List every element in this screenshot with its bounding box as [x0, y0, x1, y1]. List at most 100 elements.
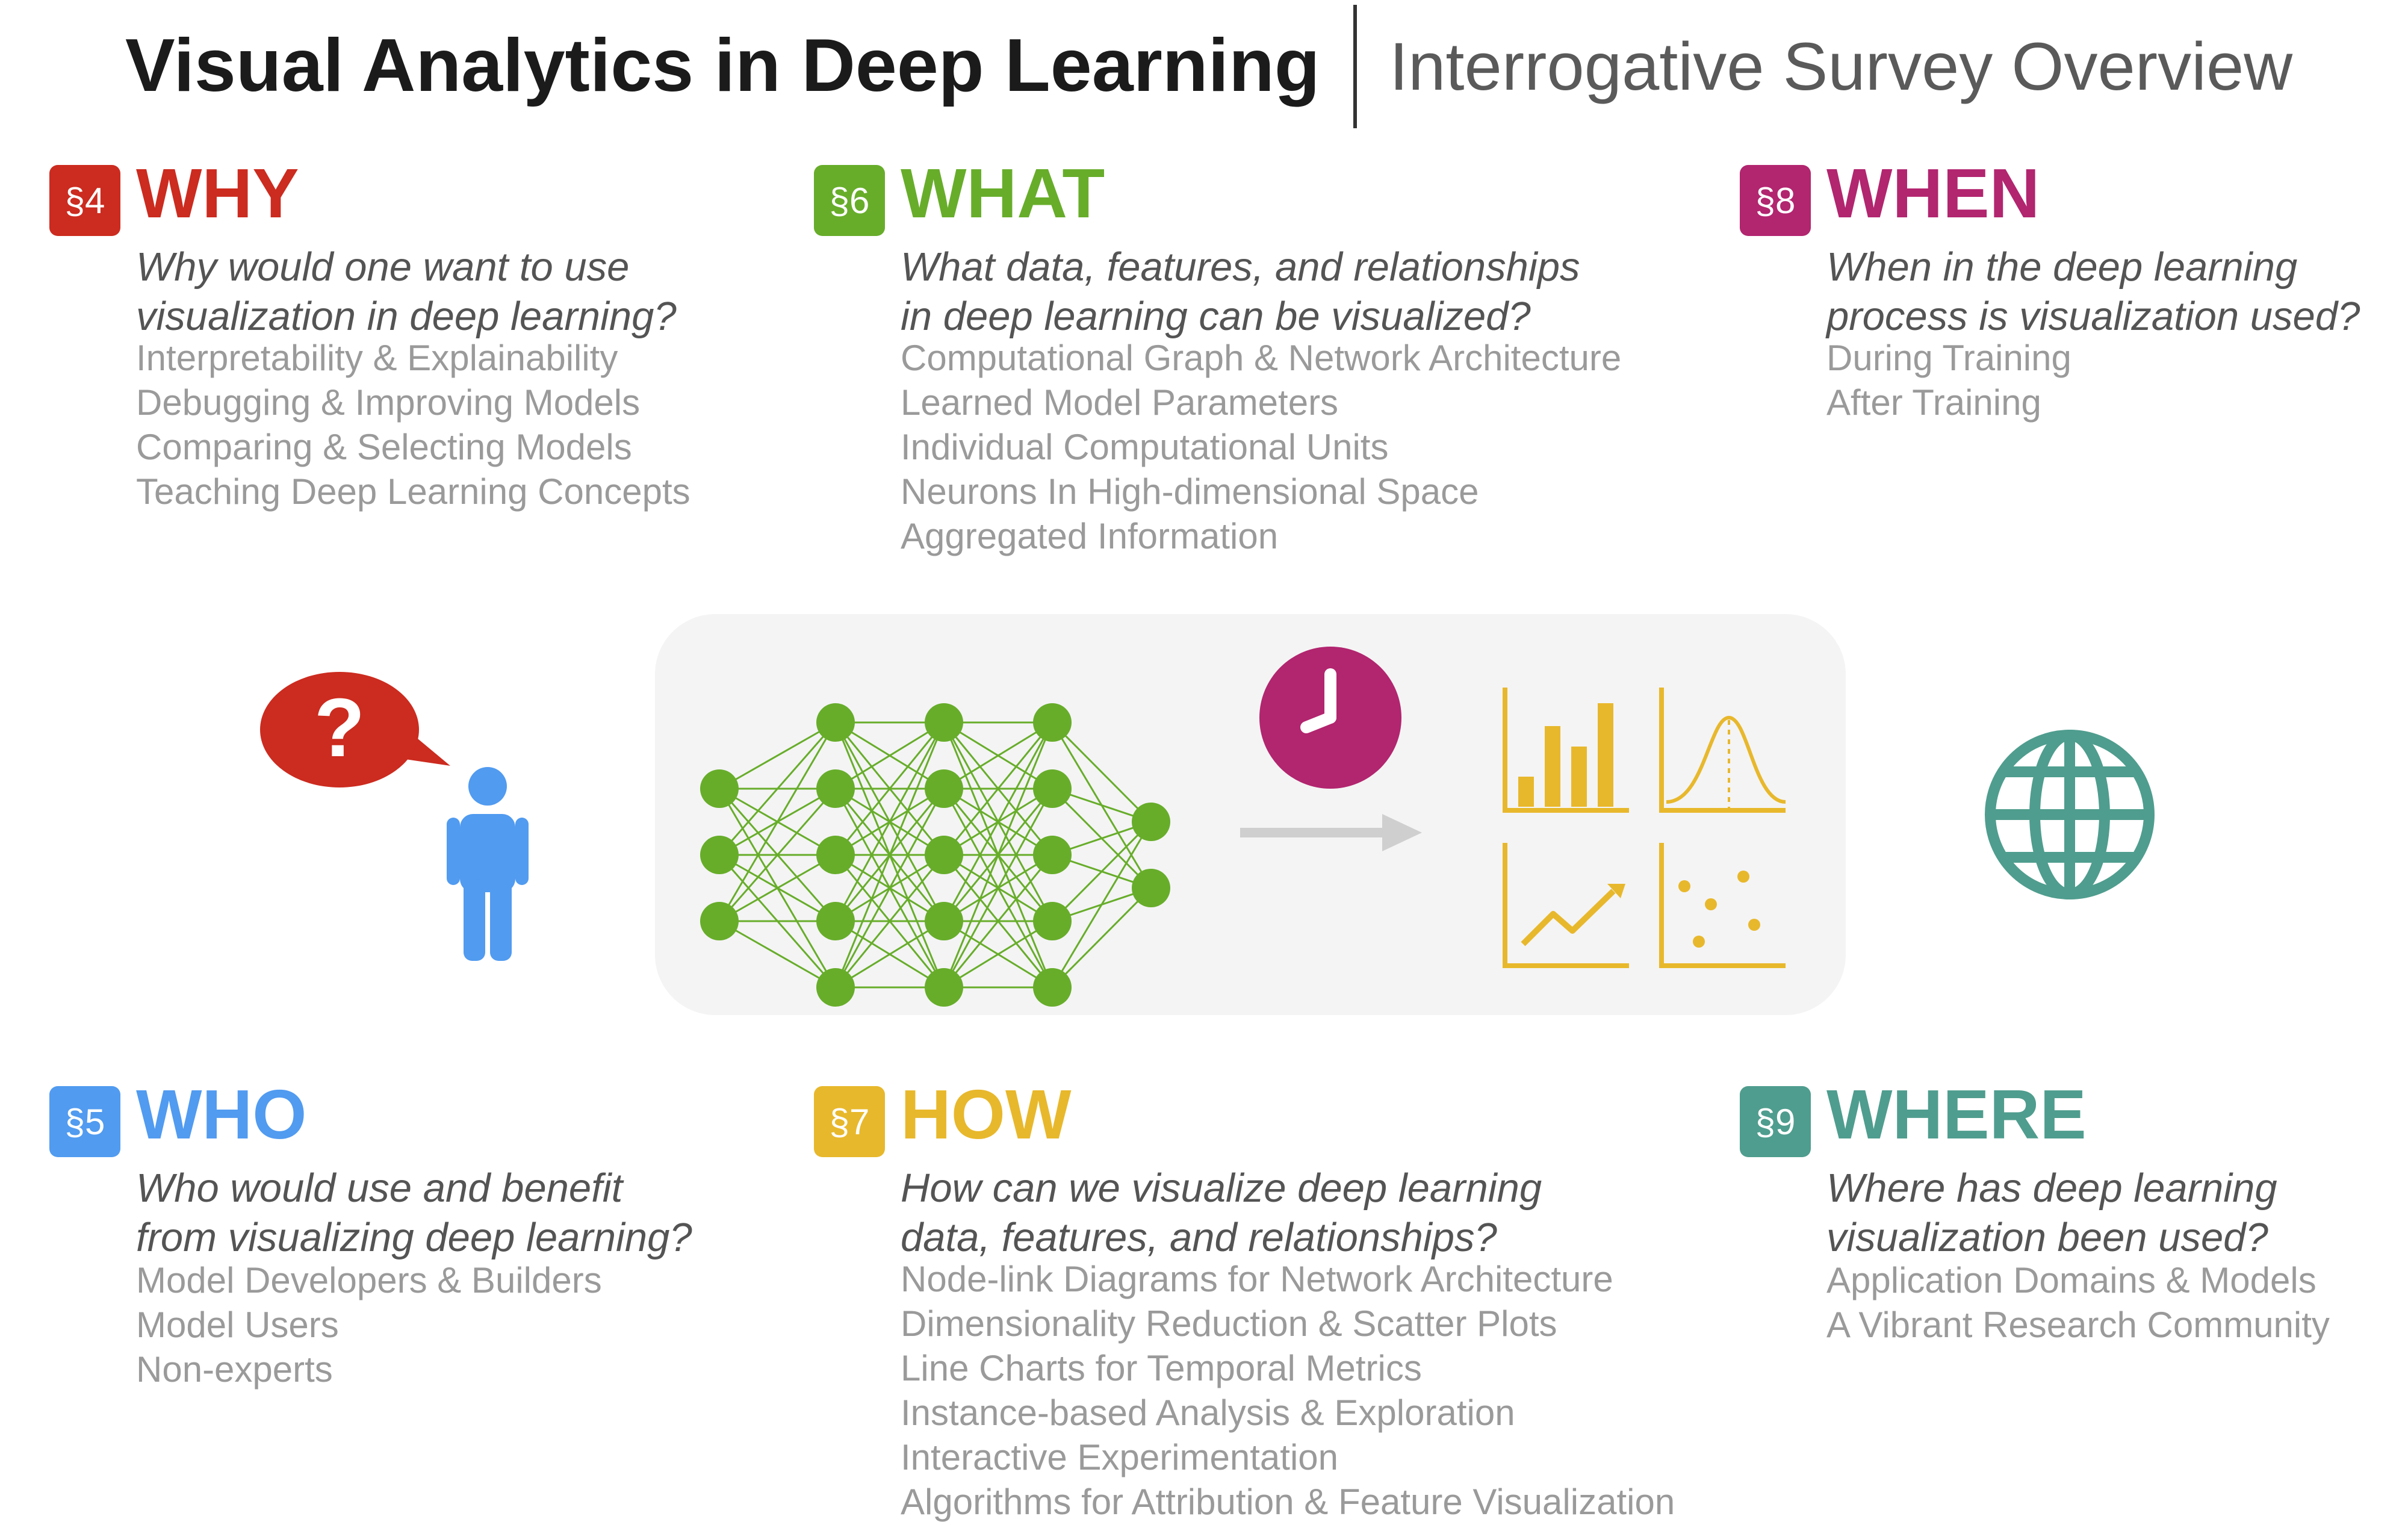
network-node: [1033, 968, 1072, 1007]
person-torso: [460, 814, 515, 892]
section-badge-who: §5: [49, 1086, 120, 1157]
network-node: [1132, 803, 1170, 841]
list-item: Aggregated Information: [901, 516, 1279, 556]
section-items-how: Node-link Diagrams for Network Architect…: [901, 1257, 1675, 1524]
network-edge: [943, 722, 1054, 856]
network-node: [1033, 703, 1072, 742]
section-badge-what: §6: [814, 165, 885, 236]
network-node: [1033, 769, 1072, 808]
network-edge: [943, 920, 1053, 989]
scatter-point: [1748, 919, 1760, 931]
section-title-how: HOW: [901, 1075, 1072, 1154]
network-node: [700, 836, 739, 874]
network-edge: [943, 722, 1054, 988]
network-edge: [719, 721, 836, 790]
speech-bubble: [260, 672, 419, 787]
list-item: Learned Model Parameters: [901, 382, 1339, 423]
section-how: §7 HOW How can we visualize deep learnin…: [814, 1076, 1717, 1522]
network-node: [700, 769, 739, 808]
line-chart-icon: [1503, 843, 1629, 968]
network-edge: [834, 854, 945, 988]
section-who: §5 WHO Who would use and benefit from vi…: [49, 1076, 844, 1390]
title-divider: [1353, 5, 1357, 128]
scatter-plot-icon: [1659, 843, 1786, 968]
bar: [1598, 703, 1613, 807]
network-node: [1033, 902, 1072, 940]
trend-line: [1521, 889, 1616, 946]
network-node: [816, 836, 855, 874]
person-head: [468, 767, 507, 806]
bar-chart-icon: [1503, 688, 1629, 813]
arrow-right-icon: [1240, 814, 1422, 851]
network-node: [816, 968, 855, 1007]
central-graphic: ?: [0, 578, 2408, 1048]
list-item: A Vibrant Research Community: [1826, 1305, 2330, 1345]
network-edge: [1051, 821, 1152, 988]
network-node: [925, 769, 963, 808]
central-graphic-svg: ?: [260, 614, 2155, 1015]
network-edge: [834, 722, 945, 856]
network-edge: [943, 788, 1054, 988]
network-edge: [834, 722, 945, 922]
list-item: Application Domains & Models: [1826, 1260, 2316, 1300]
scatter-point: [1678, 880, 1690, 892]
list-item: Teaching Deep Learning Concepts: [136, 471, 690, 512]
network-node: [700, 902, 739, 940]
section-items-why: Interpretability & Explainability Debugg…: [136, 336, 690, 514]
network-edge: [718, 788, 837, 922]
network-node: [816, 769, 855, 808]
scatter-point: [1737, 871, 1749, 883]
list-item: Non-experts: [136, 1349, 333, 1390]
list-item: Line Charts for Temporal Metrics: [901, 1348, 1422, 1388]
network-edge: [835, 920, 945, 989]
person-left-leg: [464, 879, 485, 961]
section-badge-when: §8: [1740, 165, 1811, 236]
network-edge: [834, 722, 945, 988]
list-item: Dimensionality Reduction & Scatter Plots: [901, 1303, 1557, 1344]
list-item: Neurons In High-dimensional Space: [901, 471, 1479, 512]
section-title-why: WHY: [136, 154, 299, 232]
section-when: §8 WHEN When in the deep learning proces…: [1740, 155, 2402, 423]
section-badge-where: §9: [1740, 1086, 1811, 1157]
section-badge-how: §7: [814, 1086, 885, 1157]
network-edge: [943, 721, 1053, 790]
list-item: Interpretability & Explainability: [136, 338, 618, 378]
list-item: Algorithms for Attribution & Feature Vis…: [901, 1482, 1675, 1522]
section-why: §4 WHY Why would one want to use visuali…: [49, 155, 844, 512]
section-question-where: Where has deep learning visualization be…: [1826, 1166, 2277, 1260]
clock-hand-minute: [1300, 712, 1336, 733]
page-title: Visual Analytics in Deep Learning: [125, 24, 1320, 107]
list-item: Node-link Diagrams for Network Architect…: [901, 1259, 1613, 1299]
network-node: [816, 902, 855, 940]
list-item: During Training: [1826, 338, 2071, 378]
section-title-where: WHERE: [1826, 1075, 2087, 1154]
network-node: [816, 703, 855, 742]
list-item: Model Users: [136, 1305, 339, 1345]
section-question-how: How can we visualize deep learning data,…: [901, 1166, 1542, 1260]
speech-bubble-question-mark: ?: [314, 682, 365, 774]
person-icon: [447, 767, 529, 961]
scatter-point: [1693, 936, 1705, 948]
distribution-curve: [1666, 715, 1786, 804]
clock-icon: [1259, 647, 1401, 789]
bar: [1518, 777, 1534, 807]
list-item: Debugging & Improving Models: [136, 382, 641, 423]
bar: [1571, 747, 1587, 807]
trend-arrow-head: [1607, 884, 1625, 898]
section-title-who: WHO: [136, 1075, 307, 1154]
section-items-what: Computational Graph & Network Architectu…: [901, 336, 1621, 559]
section-question-who: Who would use and benefit from visualizi…: [136, 1166, 692, 1260]
network-edge: [835, 721, 945, 790]
section-items-where: Application Domains & Models A Vibrant R…: [1826, 1258, 2330, 1347]
section-question-why: Why would one want to use visualization …: [136, 244, 677, 339]
list-item: Computational Graph & Network Architectu…: [901, 338, 1622, 378]
section-where: §9 WHERE Where has deep learning visuali…: [1740, 1076, 2402, 1345]
network-edge: [943, 854, 1054, 988]
list-item: Model Developers & Builders: [136, 1260, 602, 1300]
network-node: [1033, 836, 1072, 874]
distribution-chart-icon: [1659, 688, 1786, 813]
list-item: Individual Computational Units: [901, 427, 1389, 467]
network-node: [925, 902, 963, 940]
network-edge: [718, 722, 837, 856]
page-subtitle: Interrogative Survey Overview: [1389, 29, 2293, 104]
